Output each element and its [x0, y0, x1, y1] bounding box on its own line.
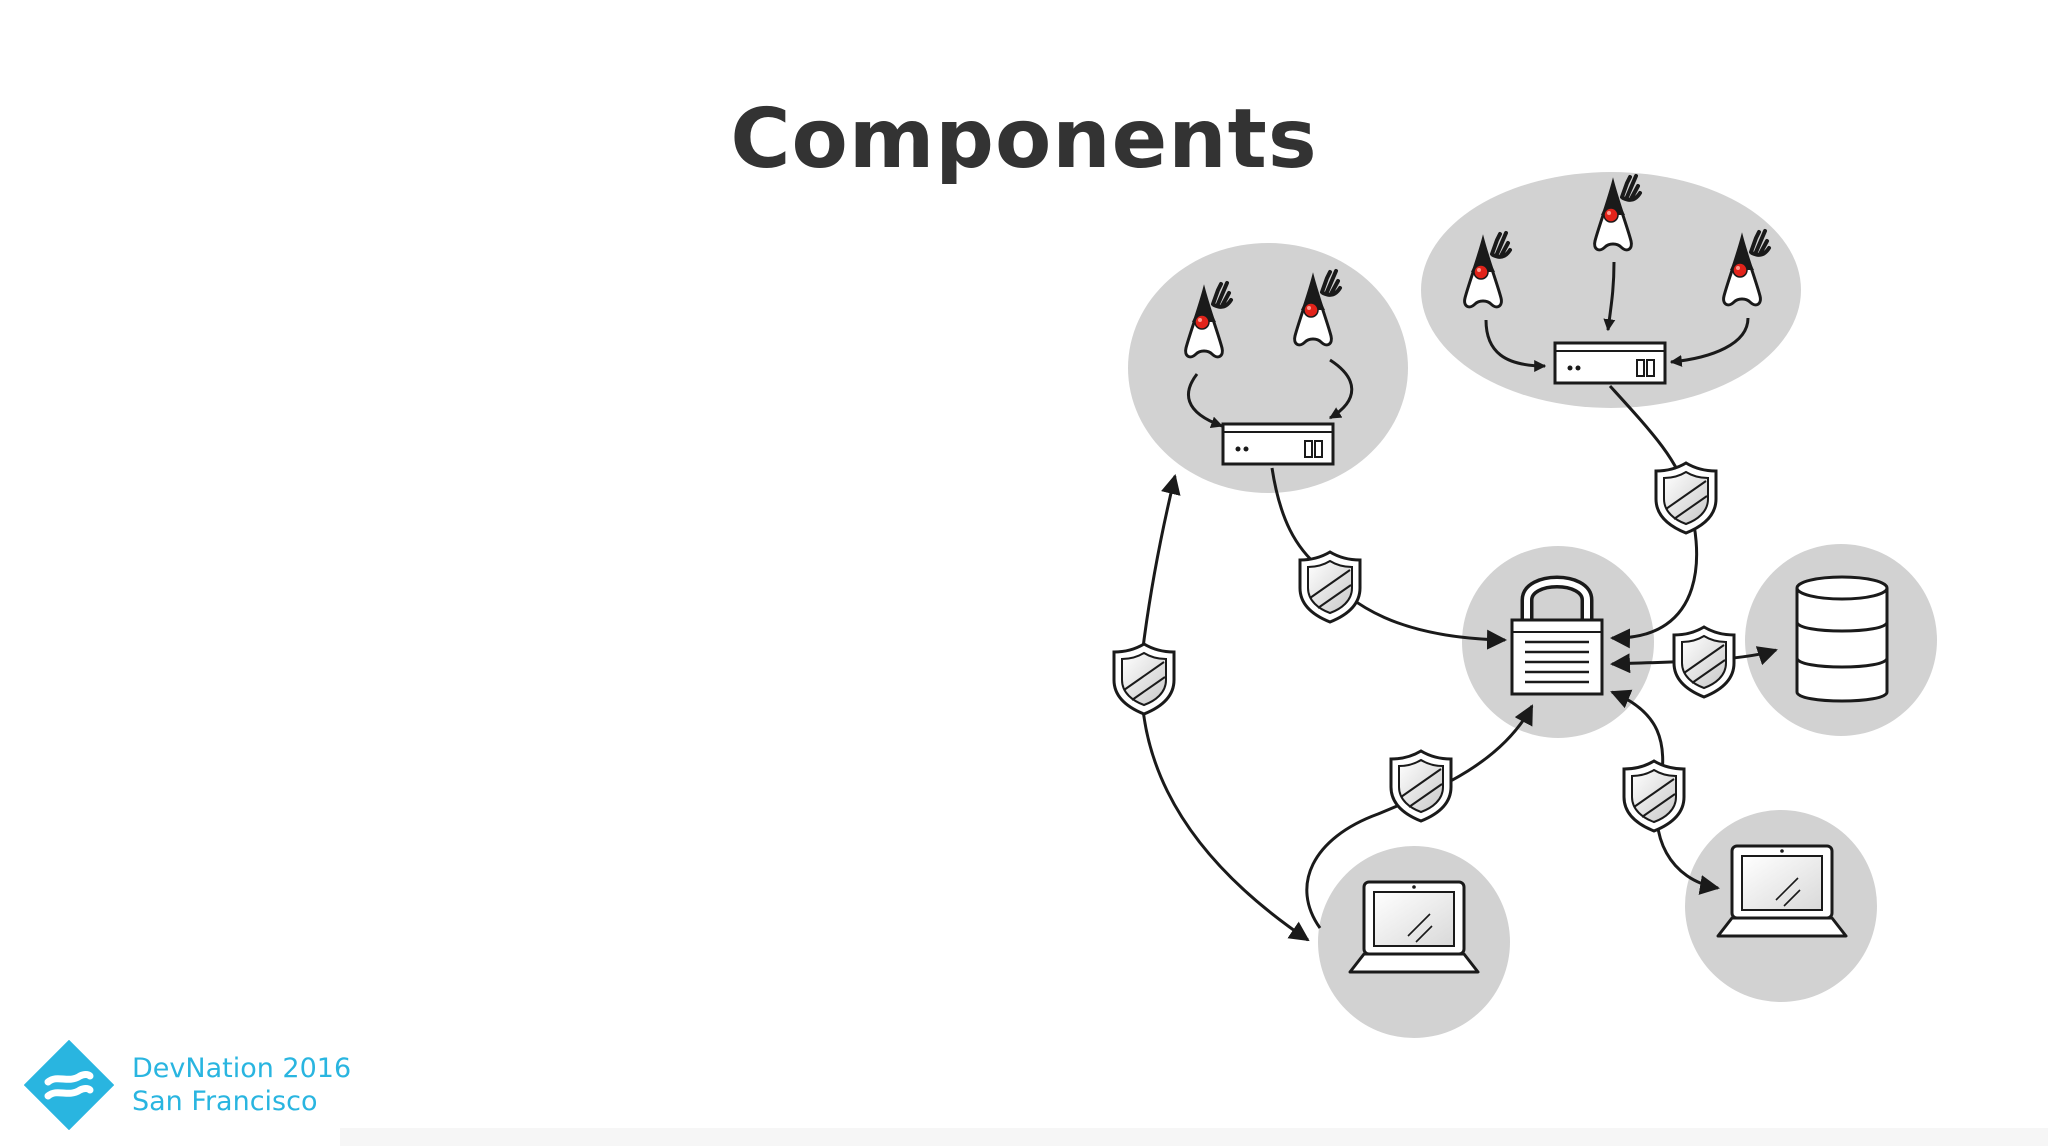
- laptop-1-to-cluster-a-line: [1139, 474, 1310, 942]
- database-icon: [1795, 575, 1889, 703]
- shield-icon: [1622, 759, 1686, 833]
- shield-icon: [1672, 625, 1736, 699]
- laptop-icon: [1716, 844, 1848, 938]
- event-branding: DevNation 2016 San Francisco: [132, 1052, 351, 1118]
- duke-to-server-line: [1187, 373, 1224, 428]
- app-server-icon: [1553, 341, 1667, 385]
- laptop-icon: [1348, 880, 1480, 974]
- duke-to-server-line: [1603, 261, 1616, 332]
- footer-band: [340, 1128, 2048, 1146]
- connection-lines: [1139, 261, 1778, 942]
- shield-icon: [1298, 550, 1362, 624]
- shield-icon: [1112, 642, 1176, 716]
- duke-to-server-line: [1669, 317, 1750, 367]
- duke-to-server-line: [1484, 319, 1547, 372]
- event-name: DevNation 2016: [132, 1053, 352, 1084]
- shield-icon: [1654, 461, 1718, 535]
- event-location: San Francisco: [132, 1086, 318, 1117]
- duke-to-server-line: [1328, 358, 1354, 420]
- devnation-logo-icon: [24, 1040, 114, 1130]
- slide-title: Components: [730, 92, 1318, 187]
- app-server-icon: [1221, 422, 1335, 466]
- cluster-b-bubble: [1421, 172, 1801, 408]
- shield-icon: [1389, 749, 1453, 823]
